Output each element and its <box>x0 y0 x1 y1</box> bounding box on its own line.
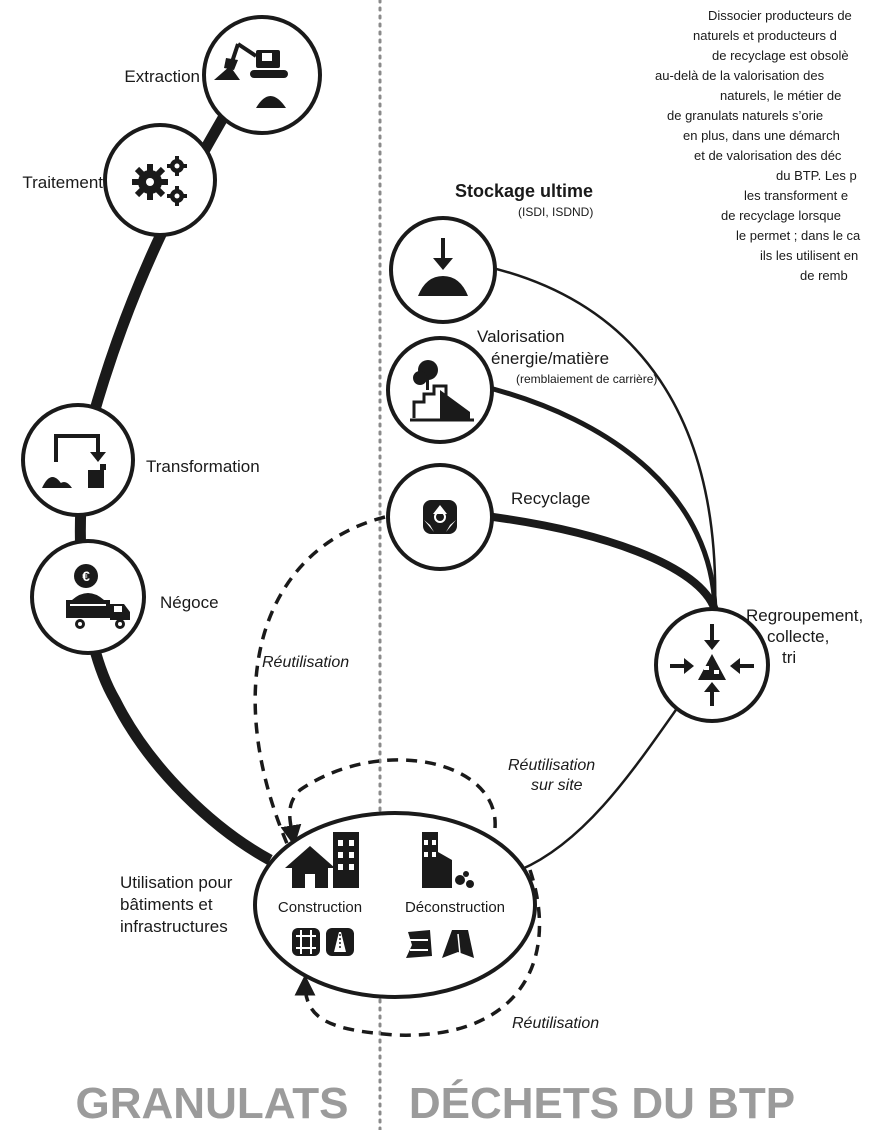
damaged-road-icon <box>406 930 474 958</box>
reutilisation-site-label-1: Réutilisation <box>508 757 595 774</box>
intro-line-8: et de valorisation des déc <box>694 148 842 163</box>
landfill-icon <box>418 238 468 296</box>
recycle-icon <box>423 500 457 534</box>
regroupement-node <box>654 607 770 723</box>
deconstruction-label: Déconstruction <box>405 899 505 916</box>
utilisation-label-3: infrastructures <box>120 917 228 936</box>
reutilisation-site-dashed <box>280 758 497 847</box>
converging-arrows-icon <box>670 624 754 706</box>
intro-note: Dissocier producteurs de naturels et pro… <box>655 8 861 283</box>
reutilisation-bottom-label: Réutilisation <box>512 1015 599 1032</box>
intro-line-9: du BTP. Les p <box>776 168 857 183</box>
gears-icon <box>132 156 187 206</box>
granulats-title: GRANULATS <box>76 1079 349 1128</box>
house-building-icon <box>285 832 359 888</box>
utilisation-label-2: bâtiments et <box>120 895 213 914</box>
extraction-node <box>202 15 322 135</box>
transformation-node <box>21 403 135 517</box>
valorisation-flow-line <box>477 382 718 611</box>
intro-line-10: les transforment e <box>744 188 848 203</box>
intro-line-4: au-delà de la valorisation des <box>655 68 825 83</box>
intro-line-3: de recyclage est obsolè <box>712 48 849 63</box>
traitement-label: Traitement <box>22 173 103 192</box>
transformation-icon <box>42 434 106 488</box>
reutilisation-site-label-2: sur site <box>531 777 583 794</box>
reutilisation-left-label: Réutilisation <box>262 654 349 671</box>
regroupement-label-3: tri <box>782 648 796 667</box>
extraction-label: Extraction <box>124 67 200 86</box>
stockage-node <box>389 216 497 324</box>
negoce-label: Négoce <box>160 593 219 612</box>
intro-line-2: naturels et producteurs d <box>693 28 837 43</box>
reutilisation-dashed-left <box>253 515 386 880</box>
dechets-btp-title: DÉCHETS DU BTP <box>409 1078 795 1128</box>
valorisation-node <box>386 336 494 444</box>
regroupement-label-1: Regroupement, <box>746 606 863 625</box>
recyclage-flow-line <box>477 511 719 612</box>
valorisation-label-1: Valorisation <box>477 327 565 346</box>
intro-line-7: en plus, dans une démarch <box>683 128 840 143</box>
construction-label: Construction <box>278 899 362 916</box>
intro-line-14: de remb <box>800 268 848 283</box>
road-bridge-icon <box>292 928 354 956</box>
reutilisation-bottom-dashed <box>294 869 542 1037</box>
utilisation-label-1: Utilisation pour <box>120 873 233 892</box>
stockage-subtitle: (ISDI, ISDND) <box>518 205 593 219</box>
svg-text:€: € <box>82 568 90 584</box>
traitement-node <box>103 123 217 237</box>
intro-line-1: Dissocier producteurs de <box>708 8 852 23</box>
recyclage-label: Recyclage <box>511 489 590 508</box>
return-flow-line <box>519 689 692 872</box>
regroupement-label-2: collecte, <box>767 627 829 646</box>
transformation-label: Transformation <box>146 457 260 476</box>
intro-line-6: de granulats naturels s’orie <box>667 108 823 123</box>
intro-line-5: naturels, le métier de <box>720 88 841 103</box>
negoce-node: € <box>30 539 146 655</box>
stockage-flow-line <box>479 263 717 611</box>
stockage-title: Stockage ultime <box>455 181 593 201</box>
recyclage-node <box>386 463 494 571</box>
intro-line-11: de recyclage lorsque <box>721 208 841 223</box>
valorisation-subtitle: (remblaiement de carrière) <box>516 372 657 386</box>
demolition-icon <box>422 832 474 888</box>
intro-line-13: ils les utilisent en <box>760 248 858 263</box>
truck-icon: € <box>66 564 130 629</box>
excavator-icon <box>214 42 288 108</box>
valorisation-label-2: énergie/matière <box>491 349 609 368</box>
intro-line-12: le permet ; dans le ca <box>736 228 861 243</box>
quarry-backfill-icon <box>410 360 474 422</box>
